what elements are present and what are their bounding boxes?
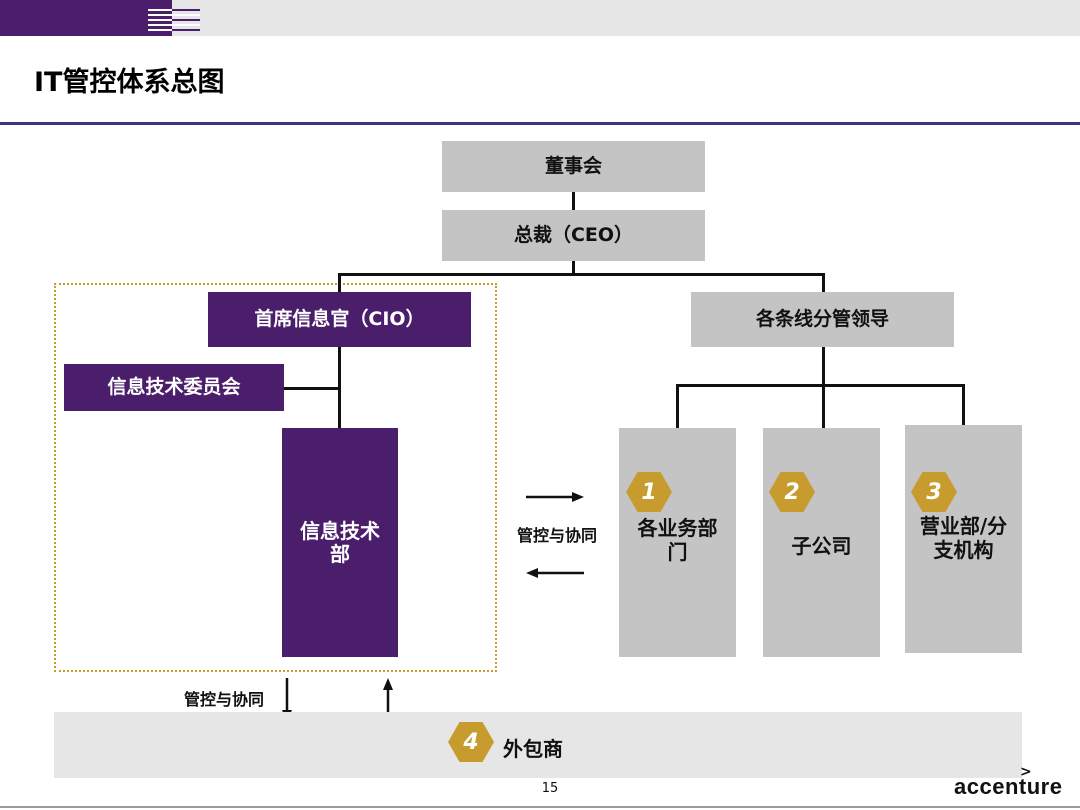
ceo-label: 总裁（CEO） — [513, 223, 634, 246]
footer-rule — [0, 806, 1080, 808]
header-logo-stripes — [0, 0, 200, 36]
unit-box-2: 2 子公司 — [763, 428, 880, 657]
control-label-bottom: 管控与协同 — [184, 690, 265, 709]
unit-box-3: 3 营业部/分支机构 — [905, 425, 1022, 653]
connector-top-horizontal — [338, 273, 825, 276]
page-number: 15 — [541, 781, 559, 796]
outsourcing-number-badge: 4 — [448, 722, 494, 762]
unit-box-1: 1 各业务部门 — [619, 428, 736, 657]
outsourcing-band — [54, 712, 1022, 778]
board-label: 董事会 — [544, 154, 602, 177]
connector-units-horizontal — [676, 384, 965, 387]
it-committee-box: 信息技术委员会 — [64, 364, 284, 411]
connector-leaders-down — [822, 347, 825, 429]
connector-to-cio — [338, 273, 341, 292]
it-department-box: 信息技术部 — [282, 428, 398, 657]
arrow-left-icon — [526, 568, 584, 578]
it-department-label: 信息技术部 — [300, 518, 380, 566]
unit-number-badge-1: 1 — [626, 472, 672, 512]
title-rule — [0, 122, 1080, 125]
connector-unit-3 — [962, 384, 965, 425]
board-box: 董事会 — [442, 141, 705, 192]
unit-label-2: 子公司 — [791, 534, 852, 558]
slide-title: IT管控体系总图 — [34, 67, 225, 98]
line-leaders-box: 各条线分管领导 — [691, 292, 954, 347]
connector-to-line-leaders — [822, 273, 825, 292]
cio-box: 首席信息官（CIO） — [208, 292, 471, 347]
it-committee-label: 信息技术委员会 — [107, 375, 241, 398]
cio-label: 首席信息官（CIO） — [254, 307, 425, 330]
unit-number-badge-2: 2 — [769, 472, 815, 512]
it-organization-boundary — [54, 283, 497, 672]
brand-logo: accenture — [954, 774, 1063, 799]
control-label-right: 管控与协同 — [516, 526, 597, 545]
arrow-right-icon — [526, 492, 584, 502]
connector-ceo-down — [572, 261, 575, 275]
ceo-box: 总裁（CEO） — [442, 210, 705, 261]
unit-label-3: 营业部/分支机构 — [919, 514, 1008, 562]
line-leaders-label: 各条线分管领导 — [755, 307, 889, 330]
brand-mark-icon: > — [1020, 764, 1032, 780]
outsourcing-label: 外包商 — [503, 737, 563, 761]
unit-label-1: 各业务部门 — [637, 516, 718, 564]
unit-number-badge-3: 3 — [911, 472, 957, 512]
connector-committee — [283, 387, 340, 390]
connector-unit-1 — [676, 384, 679, 429]
connector-board-ceo — [572, 192, 575, 210]
